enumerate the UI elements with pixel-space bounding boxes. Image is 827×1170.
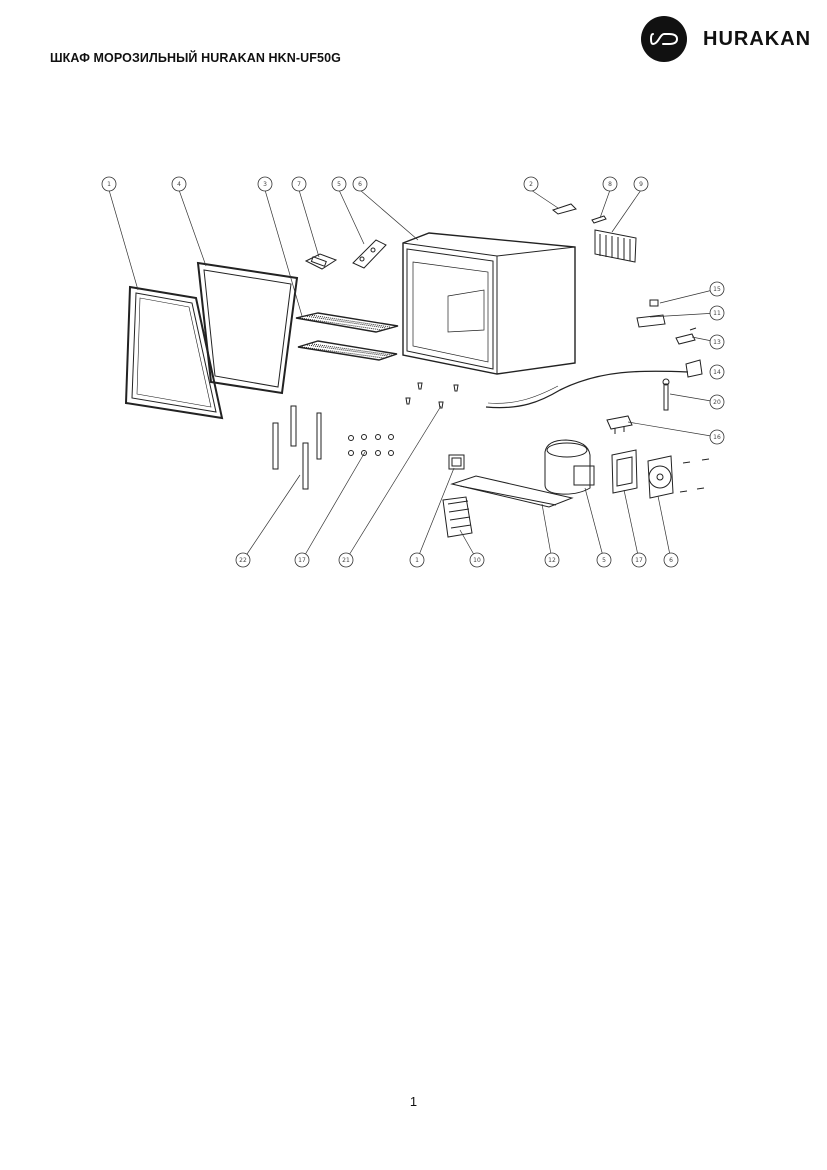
- callout-marker: 5: [331, 176, 347, 192]
- callout-marker: 7: [291, 176, 307, 192]
- svg-text:4: 4: [177, 181, 181, 188]
- svg-text:9: 9: [639, 181, 643, 188]
- svg-text:17: 17: [635, 557, 643, 564]
- svg-text:2: 2: [529, 181, 533, 188]
- svg-text:21: 21: [342, 557, 350, 564]
- svg-text:1: 1: [415, 557, 419, 564]
- wire-shelf-part: [295, 312, 399, 361]
- callout-marker: 12: [544, 552, 560, 568]
- hurakan-logo-icon: [641, 16, 687, 62]
- callout-marker: 9: [633, 176, 649, 192]
- callout-marker: 1: [409, 552, 425, 568]
- svg-text:17: 17: [298, 557, 306, 564]
- base-plate-part: [450, 475, 574, 508]
- callout-marker: 20: [709, 394, 725, 410]
- mounting-bracket-part: [606, 415, 633, 434]
- temperature-sensor-part: [662, 378, 670, 411]
- thermostat-panel-part: [304, 253, 338, 270]
- callout-marker: 13: [709, 334, 725, 350]
- svg-text:10: 10: [473, 557, 481, 564]
- cabinet-body-part: [402, 232, 576, 375]
- callout-marker: 4: [171, 176, 187, 192]
- callout-marker: 5: [596, 552, 612, 568]
- svg-text:16: 16: [713, 434, 721, 441]
- callout-marker: 3: [257, 176, 273, 192]
- svg-text:11: 11: [713, 310, 721, 317]
- condenser-part: [442, 496, 473, 538]
- callout-marker: 15: [709, 281, 725, 297]
- compressor-part: [544, 439, 595, 495]
- small-electrical-parts: [636, 299, 697, 345]
- svg-text:5: 5: [337, 181, 341, 188]
- svg-text:20: 20: [713, 399, 721, 406]
- callout-marker: 14: [709, 364, 725, 380]
- fan-shroud-part: [611, 449, 638, 494]
- svg-text:22: 22: [239, 557, 247, 564]
- callout-marker: 6: [352, 176, 368, 192]
- fan-part: [647, 455, 710, 499]
- callout-marker: 6: [663, 552, 679, 568]
- callout-marker: 21: [338, 552, 354, 568]
- svg-text:8: 8: [608, 181, 612, 188]
- hinge-strips-part: [272, 405, 322, 490]
- callout-marker: 2: [523, 176, 539, 192]
- page-number: 1: [409, 1094, 418, 1109]
- callout-marker: 17: [294, 552, 310, 568]
- lamp-holder-part: [352, 239, 387, 269]
- svg-text:6: 6: [358, 181, 362, 188]
- door-frame-part: [124, 285, 224, 420]
- brand-header: HURAKAN: [641, 16, 811, 62]
- svg-text:1: 1: [107, 181, 111, 188]
- svg-text:5: 5: [602, 557, 606, 564]
- relay-part: [448, 454, 465, 470]
- callout-marker: 10: [469, 552, 485, 568]
- callout-marker: 16: [709, 429, 725, 445]
- document-title: ШКАФ МОРОЗИЛЬНЫЙ HURAKAN HKN-UF50G: [50, 51, 341, 65]
- callout-marker: 8: [602, 176, 618, 192]
- screws-set-part: [348, 434, 394, 456]
- svg-text:6: 6: [669, 557, 673, 564]
- svg-text:7: 7: [297, 181, 301, 188]
- power-cord-part: [485, 359, 703, 409]
- svg-text:14: 14: [713, 369, 721, 376]
- svg-text:13: 13: [713, 339, 721, 346]
- callout-marker: 1: [101, 176, 117, 192]
- svg-text:12: 12: [548, 557, 556, 564]
- leveling-feet-part: [405, 382, 459, 409]
- callout-marker: 22: [235, 552, 251, 568]
- hinge-cover-part: [551, 203, 577, 215]
- svg-text:3: 3: [263, 181, 267, 188]
- brand-name: HURAKAN: [703, 27, 812, 50]
- callout-marker: 17: [631, 552, 647, 568]
- vent-grille-part: [591, 215, 637, 263]
- svg-text:15: 15: [713, 286, 721, 293]
- door-gasket-part: [196, 261, 299, 395]
- callout-marker: 11: [709, 305, 725, 321]
- exploded-parts-diagram: 1 4 3 7 5 6 2 8 9 15 11 13 14 20 16 22 1…: [101, 176, 725, 568]
